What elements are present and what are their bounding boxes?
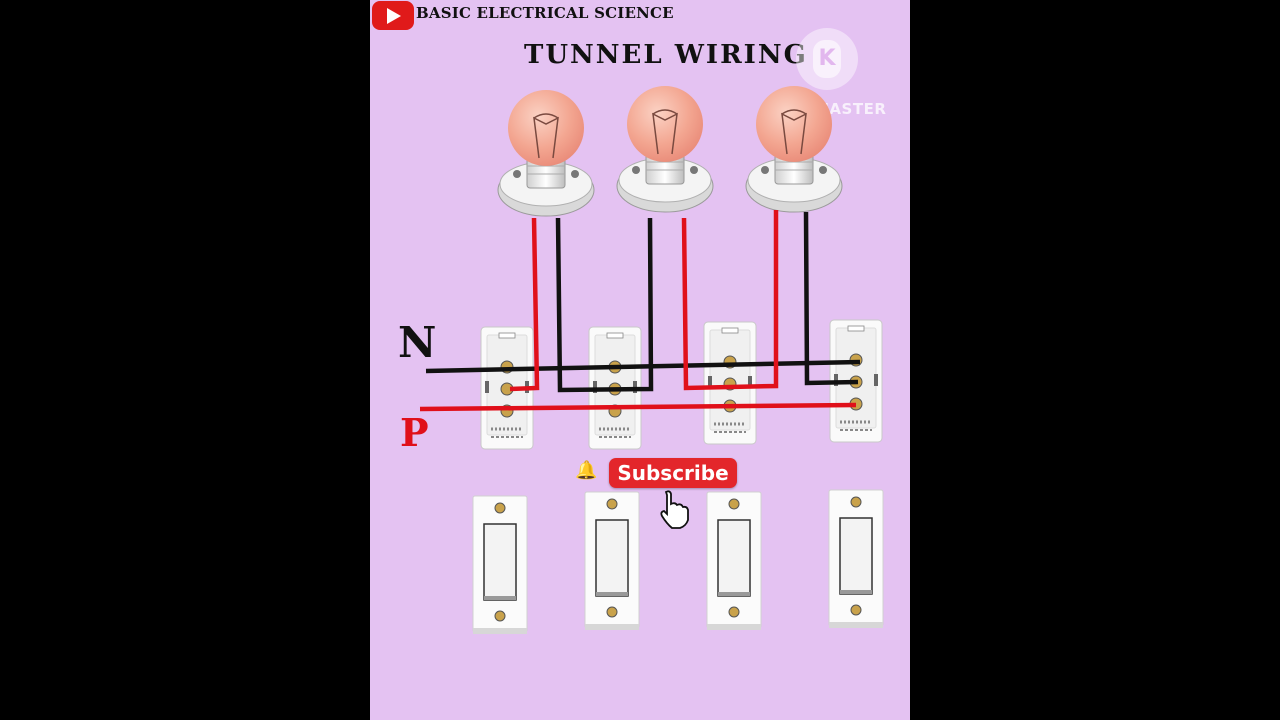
bulb-2 [616, 85, 714, 213]
one-way-switch-1 [472, 495, 528, 635]
one-way-switch-2 [584, 491, 640, 631]
hand-pointer-icon [660, 490, 689, 529]
bulb-1-neutral-wire [555, 217, 654, 393]
diagram-title: TUNNEL WIRING [524, 40, 808, 70]
bulb-1 [497, 89, 595, 217]
neutral-main-wire [425, 359, 861, 374]
kinemaster-logo-letter: K [813, 40, 841, 78]
phase-main-wire [419, 402, 857, 412]
channel-name: BASIC ELECTRICAL SCIENCE [416, 4, 674, 22]
youtube-play-icon [372, 1, 414, 30]
two-way-switch-3 [702, 320, 758, 446]
bulb-1-phase-wire [509, 217, 540, 392]
kinemaster-logo-icon: K [796, 28, 858, 90]
one-way-switch-4 [828, 489, 884, 629]
phase-label: P [400, 410, 429, 455]
diagram-canvas: BASIC ELECTRICAL SCIENCE TUNNEL WIRING K… [370, 0, 910, 720]
subscribe-button[interactable]: Subscribe [609, 458, 737, 488]
bulb-3 [745, 85, 843, 213]
bulb-3-neutral-wire [803, 211, 859, 386]
wiring-diagram [419, 85, 884, 635]
neutral-label: N [398, 318, 437, 367]
one-way-switch-3 [706, 491, 762, 631]
bulb-2-phase-wire [681, 210, 779, 391]
bell-icon[interactable]: 🔔 [575, 460, 598, 481]
